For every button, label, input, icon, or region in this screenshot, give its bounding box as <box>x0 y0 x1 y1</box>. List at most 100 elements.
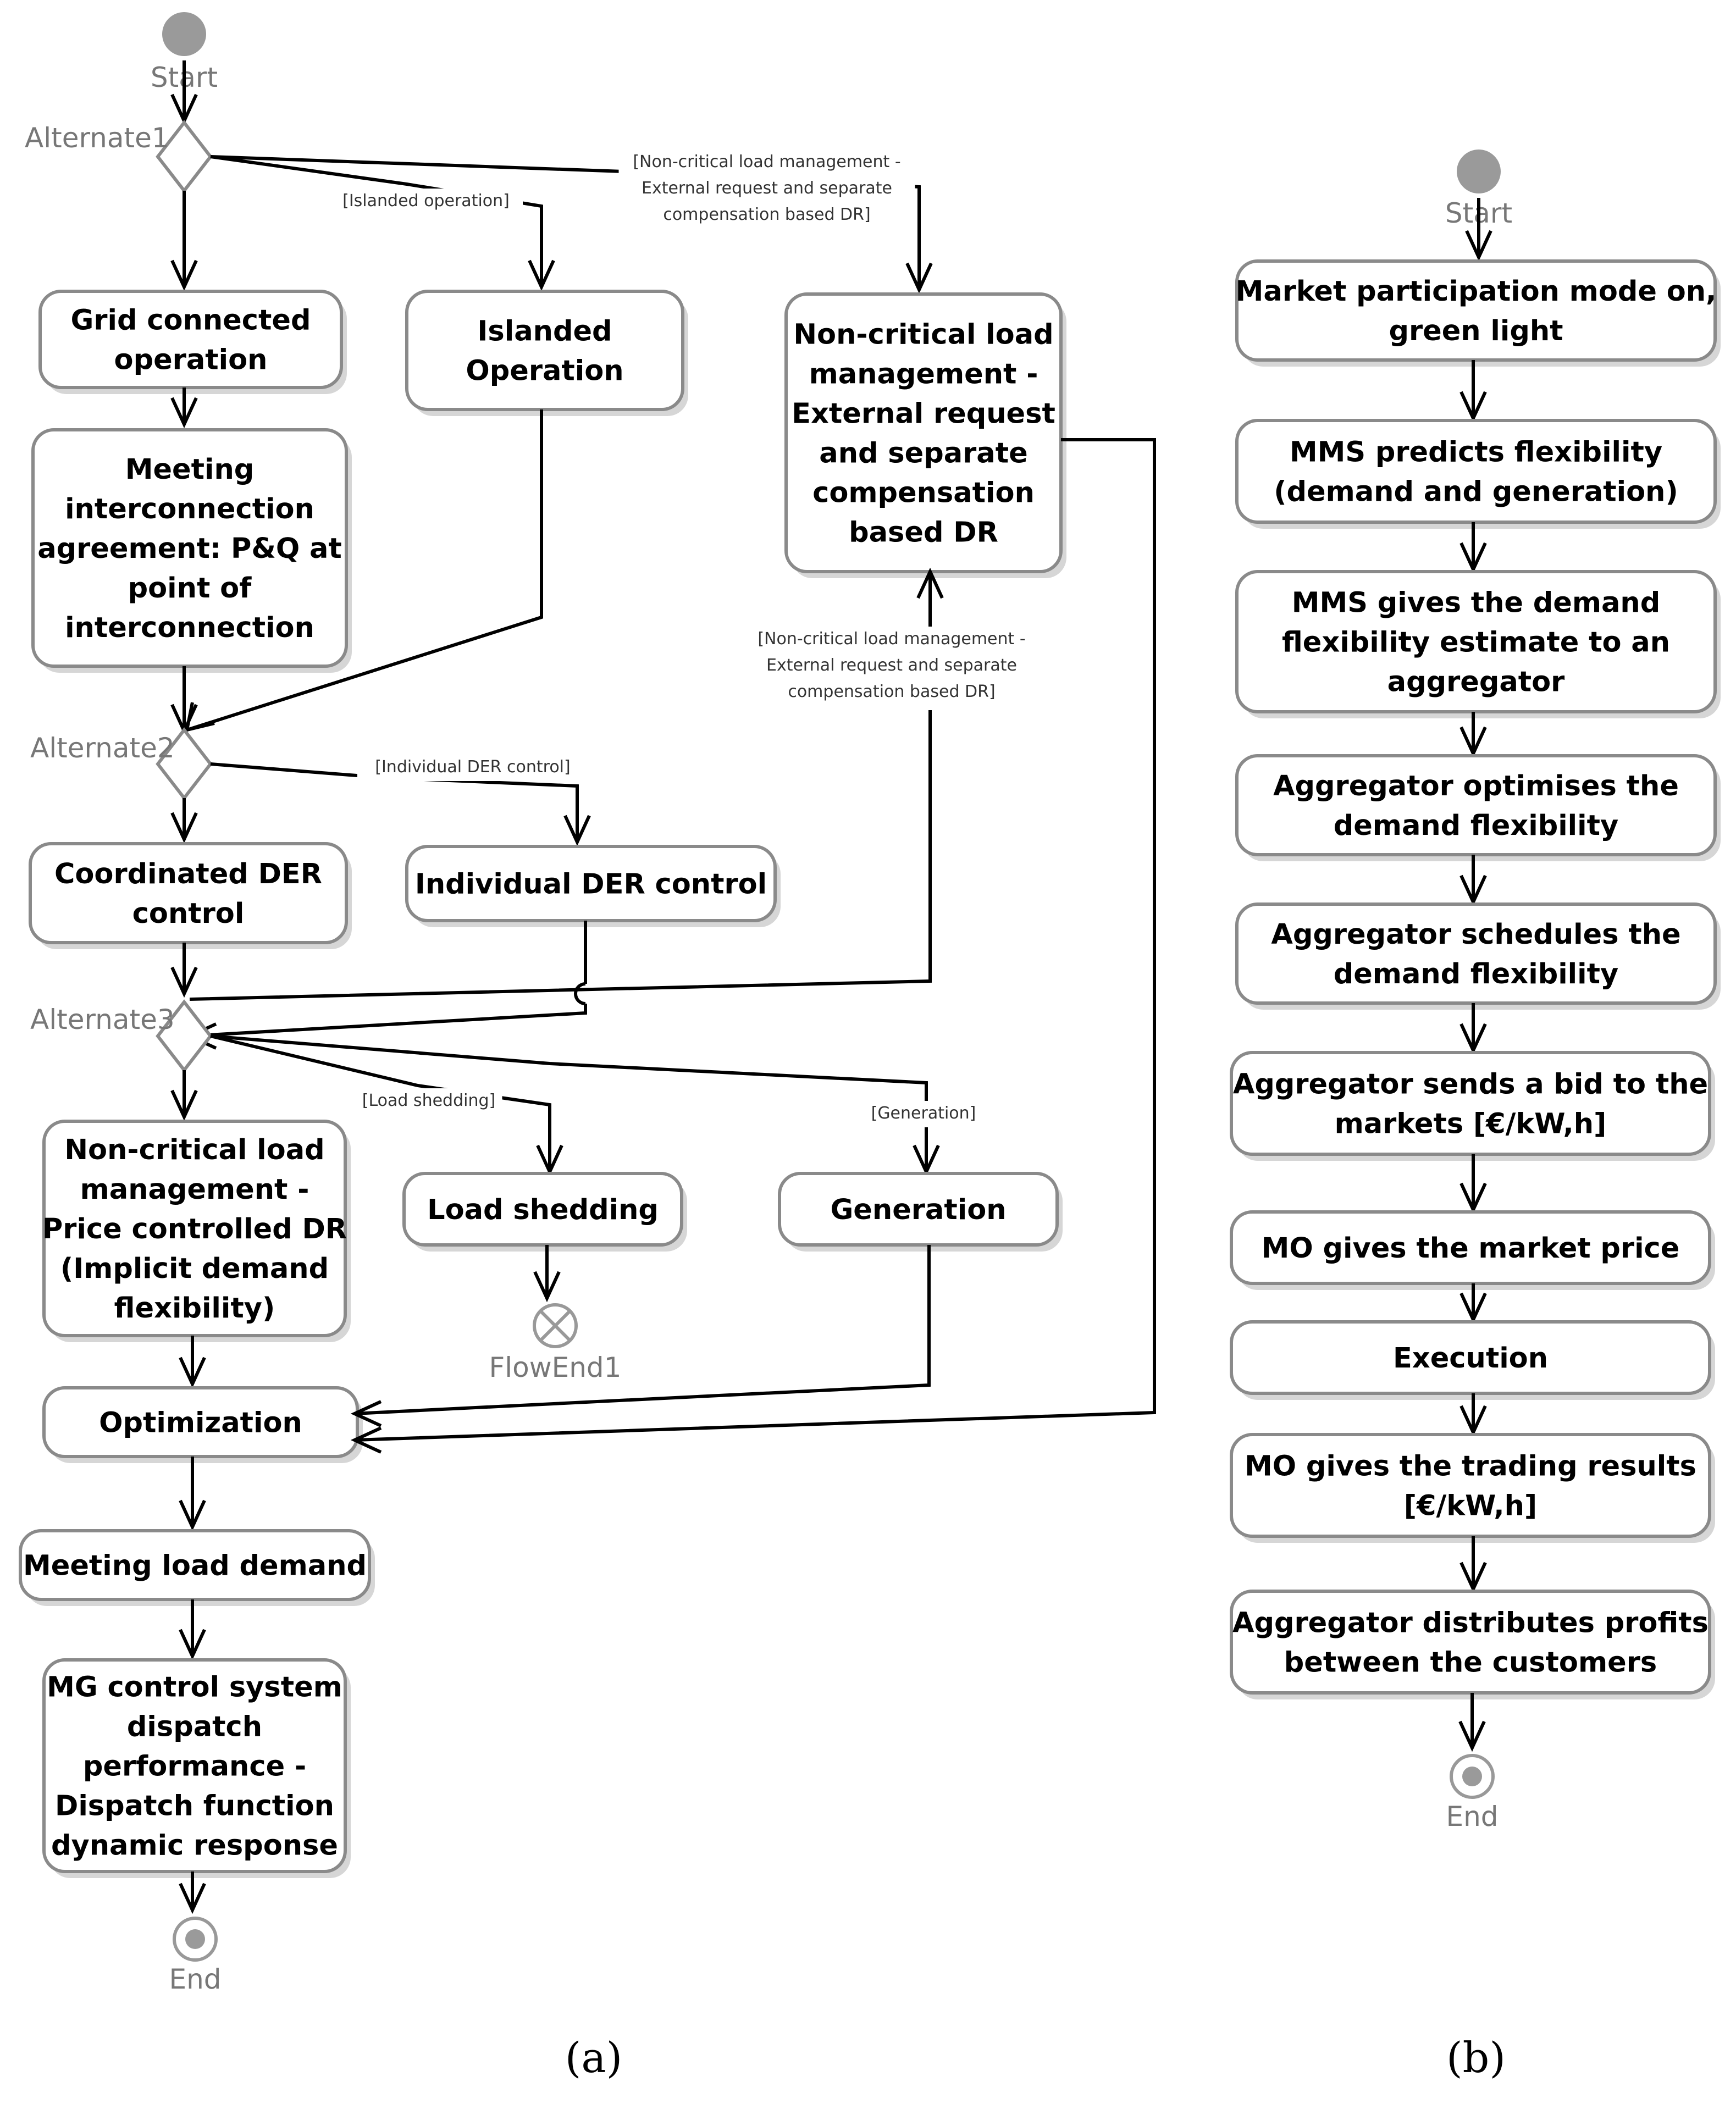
node-noncritical-price-text: flexibility) <box>114 1292 275 1325</box>
arrow-coord-alt3 <box>170 966 198 998</box>
node-b-step-9-text: MO gives the trading results <box>1245 1450 1696 1483</box>
node-b-step-2-text: (demand and generation) <box>1274 476 1678 508</box>
node-b-step-8: Execution <box>1230 1320 1715 1400</box>
guard-islanded-text: [Islanded operation] <box>342 191 510 211</box>
node-meeting-load: Meeting load demand <box>19 1529 375 1606</box>
node-b-step-10-text: between the customers <box>1284 1647 1657 1679</box>
arrow-b-end <box>1458 1720 1486 1752</box>
node-b-step-7-box <box>1230 1210 1711 1285</box>
guard-islanded: [Islanded operation] <box>329 189 523 215</box>
node-load-shedding-box <box>402 1172 683 1247</box>
node-b-step-2: MMS predicts flexibility(demand and gene… <box>1235 419 1721 529</box>
node-b-step-6-text: markets [€/kW,h] <box>1335 1108 1607 1140</box>
edge-indiv-alt3b <box>189 1004 587 1038</box>
edge-indiv-alt3-hop <box>574 982 586 1005</box>
node-b-step-3-box <box>1235 570 1717 713</box>
node-noncritical-price-box <box>42 1120 347 1337</box>
node-b-step-5-text: demand flexibility <box>1334 958 1619 990</box>
arrow-alt1-ncext <box>905 262 933 294</box>
edge-ncext-opt <box>354 438 1156 1442</box>
guard-islanded-bg <box>329 189 523 215</box>
arrow-alt3-ncext <box>916 567 944 599</box>
guard-individual-der: [Individual DER control] <box>357 755 588 781</box>
arrow-shed-flowend <box>533 1271 561 1303</box>
node-noncritical-external-text: and separate <box>819 438 1027 470</box>
node-generation: Generation <box>778 1172 1063 1252</box>
node-noncritical-price-text: management - <box>80 1173 309 1206</box>
node-meeting-load-text: Meeting load demand <box>23 1550 367 1582</box>
node-noncritical-external-text: based DR <box>849 517 998 549</box>
node-b-step-5: Aggregator schedules the demand flexibili… <box>1235 902 1721 1010</box>
node-mg-control-box <box>42 1658 347 1873</box>
end-a-final <box>173 1917 218 1962</box>
node-individual-der-text: Individual DER control <box>415 868 767 901</box>
node-individual-der-box <box>405 845 777 922</box>
node-b-step-9: MO gives the trading results[€/kW,h] <box>1230 1433 1715 1543</box>
flow-end-label: FlowEnd1 <box>489 1352 622 1383</box>
node-b-step-10: Aggregator distributes profits between th… <box>1230 1590 1715 1699</box>
node-noncritical-external-text: management - <box>809 358 1038 391</box>
node-islanded-text: Islanded <box>477 315 612 348</box>
alternate3-label: Alternate3 <box>30 1004 175 1036</box>
node-meeting-interconnection-text: agreement: P&Q at <box>37 533 342 565</box>
arrow-alt1-grid <box>170 259 198 291</box>
caption-b: (b) <box>1446 2033 1506 2082</box>
node-islanded-text: Operation <box>466 355 623 387</box>
arrow-b-8 <box>1459 1405 1487 1437</box>
end-a-final-dot <box>185 1929 205 1949</box>
guard-noncritical-top-text: [Non-critical load management - <box>633 152 900 171</box>
guard-noncritical-mid-text: [Non-critical load management - <box>758 629 1025 649</box>
node-meeting-interconnection-text: interconnection <box>65 493 314 525</box>
node-individual-der: Individual DER control <box>405 845 781 927</box>
flow-end-node-x2 <box>539 1310 571 1342</box>
arrow-islanded-alt2 <box>185 702 215 733</box>
caption-a: (a) <box>565 2033 623 2082</box>
arrow-alt1-island <box>528 259 555 291</box>
node-b-step-6: Aggregator sends a bid to the markets [€/… <box>1230 1051 1715 1161</box>
end-b-final <box>1450 1754 1495 1799</box>
node-b-step-6-box <box>1230 1051 1711 1156</box>
alternate2-label: Alternate2 <box>30 732 175 764</box>
node-meeting-interconnection-text: point of <box>128 572 252 605</box>
node-b-step-1-box <box>1235 259 1717 362</box>
guard-noncritical-mid: [Non-critical load management -External … <box>743 627 1040 710</box>
node-generation-box <box>778 1172 1059 1247</box>
node-optimization: Optimization <box>42 1386 363 1463</box>
arrow-b-5 <box>1459 1023 1487 1055</box>
node-noncritical-external-text: compensation <box>812 477 1035 510</box>
node-b-step-8-text: Execution <box>1393 1342 1548 1375</box>
node-grid-connected-text: operation <box>114 344 268 376</box>
arrow-grid-meeting <box>170 397 198 429</box>
arrow-b-1 <box>1459 391 1487 423</box>
node-noncritical-price-text: (Implicit demand <box>60 1253 329 1285</box>
edge-alt1-island <box>210 155 543 286</box>
arrow-b-7 <box>1459 1292 1487 1324</box>
guard-individual-der-bg <box>357 755 588 781</box>
node-b-step-10-text: Aggregator distributes profits <box>1232 1607 1709 1640</box>
node-b-step-3-text: aggregator <box>1387 666 1565 699</box>
guard-noncritical-top-bg <box>618 150 915 233</box>
arrow-alt3-price <box>170 1089 198 1121</box>
end-a-label: End <box>169 1963 221 1995</box>
end-b-label: End <box>1446 1801 1498 1832</box>
node-b-step-6-text: Aggregator sends a bid to the <box>1233 1068 1708 1101</box>
guard-noncritical-top-text: compensation based DR] <box>663 205 870 224</box>
node-coordinated-der-text: control <box>132 898 245 930</box>
guard-noncritical-top-text: External request and separate <box>642 179 892 198</box>
guard-load-shedding-bg <box>355 1088 502 1115</box>
node-load-shedding-text: Load shedding <box>427 1194 659 1226</box>
node-b-step-1-text: green light <box>1389 315 1563 347</box>
arrow-b-9 <box>1459 1562 1487 1593</box>
node-coordinated-der-box <box>29 842 348 944</box>
node-b-step-4-text: demand flexibility <box>1334 810 1619 842</box>
node-b-step-5-text: Aggregator schedules the <box>1271 918 1680 951</box>
node-noncritical-external-text: Non-critical load <box>793 319 1053 351</box>
node-meeting-load-box <box>19 1529 371 1601</box>
end-b-final-dot <box>1462 1767 1482 1786</box>
guard-noncritical-mid-text: compensation based DR] <box>788 682 995 701</box>
node-mg-control-text: dynamic response <box>51 1830 338 1862</box>
node-b-step-3-text: MMS gives the demand <box>1292 587 1660 619</box>
node-generation-text: Generation <box>830 1194 1006 1226</box>
